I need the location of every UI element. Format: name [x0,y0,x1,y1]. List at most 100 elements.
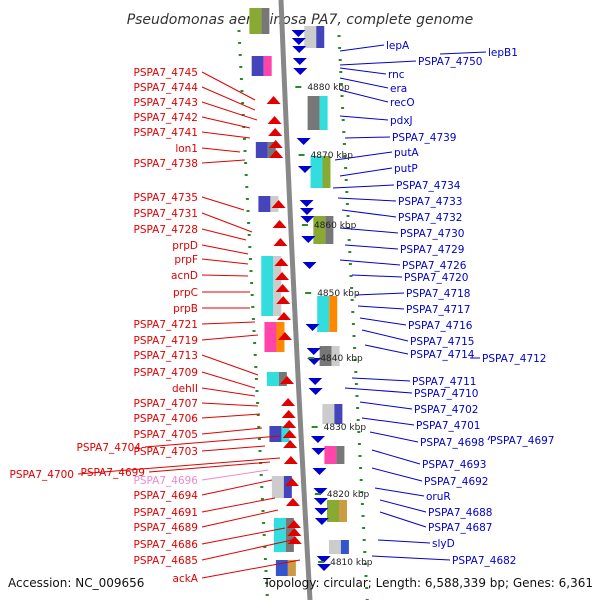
leader-line [201,479,273,496]
gene-label[interactable]: lepA [386,40,410,52]
gene-label[interactable]: PSPA7_4686 [134,539,199,551]
gene-label[interactable]: PSPA7_4719 [134,335,199,347]
gene-label[interactable]: PSPA7_4743 [134,97,199,109]
reverse-arrow [316,556,331,563]
gene-label[interactable]: PSPA7_4704 [77,442,142,454]
gene-label[interactable]: lepB1 [488,47,518,59]
gene-label[interactable]: PSPA7_4698 [420,437,485,449]
gene-label[interactable]: PSPA7_4734 [396,180,461,192]
gene-label[interactable]: PSPA7_4703 [134,446,199,458]
gene-label[interactable]: PSPA7_4685 [134,555,199,567]
forward-arrow [280,376,295,384]
gene-label[interactable]: PSPA7_4750 [418,56,483,68]
guide-dot [262,534,266,536]
gene-label[interactable]: lon1 [175,143,198,155]
guide-dot [339,71,343,73]
guide-dot [265,594,269,596]
leader-line [379,499,427,513]
gene-label[interactable]: PSPA7_4715 [410,336,475,348]
gene-label[interactable]: PSPA7_4712 [482,353,547,365]
gene-label[interactable]: PSPA7_4739 [392,132,457,144]
gene-label[interactable]: acnD [171,270,198,282]
gene-label[interactable]: PSPA7_4729 [400,244,465,256]
guide-dot [362,527,366,529]
gene-label[interactable]: PSPA7_4713 [134,350,199,362]
gene-label[interactable]: PSPA7_4710 [414,388,479,400]
leader-line [371,449,421,465]
guide-dot [358,455,362,457]
gene-label[interactable]: PSPA7_4682 [452,555,517,567]
gene-label[interactable]: PSPA7_4733 [398,196,463,208]
gene-label[interactable]: PSPA7_4701 [416,420,481,432]
gene-label[interactable]: PSPA7_4689 [134,522,199,534]
forward-arrow [274,258,289,266]
gene-label[interactable]: pdxJ [390,115,413,127]
leader-line [77,457,281,475]
gene-label[interactable]: PSPA7_4688 [428,507,493,519]
gene-label[interactable]: slyD [432,538,455,550]
leader-line [201,539,293,561]
gene-label[interactable]: prpB [173,303,198,315]
gene-label[interactable]: era [390,83,407,95]
gene-label[interactable]: PSPA7_4742 [134,112,199,124]
gene-label[interactable]: PSPA7_4718 [406,288,471,300]
gene-label[interactable]: PSPA7_4721 [134,319,199,331]
gene-label[interactable]: putA [394,147,419,159]
gene-label[interactable]: PSPA7_4706 [134,413,199,425]
gene-label[interactable]: PSPA7_4692 [424,476,489,488]
gene-label[interactable]: prpF [174,254,198,266]
gene-label[interactable]: PSPA7_4687 [428,522,493,534]
gene-label[interactable]: PSPA7_4699 [81,467,146,479]
gene-label[interactable]: PSPA7_4702 [414,404,479,416]
gene-label[interactable]: putP [394,163,418,175]
gene-label[interactable]: PSPA7_4735 [134,192,199,204]
gene-label[interactable]: PSPA7_4731 [134,208,199,220]
guide-dot [353,359,357,361]
gene-label[interactable]: PSPA7_4726 [402,260,467,272]
gene-label[interactable]: recO [390,97,415,109]
gene-label[interactable]: PSPA7_4744 [134,82,199,94]
gene-box [263,56,272,76]
forward-arrow [269,150,284,158]
gene-label[interactable]: PSPA7_4741 [134,127,199,139]
gene-label[interactable]: PSPA7_4716 [408,320,473,332]
guide-dot [245,198,249,200]
gene-label[interactable]: PSPA7_4730 [400,228,465,240]
gene-label[interactable]: PSPA7_4738 [134,158,199,170]
gene-label[interactable]: PSPA7_4717 [406,304,471,316]
gene-label[interactable]: PSPA7_4745 [134,67,199,79]
gene-label[interactable]: PSPA7_4709 [134,367,199,379]
gene-label[interactable]: PSPA7_4707 [134,398,199,410]
gene-label[interactable]: ackA [173,573,199,585]
gene-label[interactable]: PSPA7_4696 [134,475,199,487]
reverse-arrow [313,488,328,495]
gene-label[interactable]: PSPA7_4697 [490,435,555,447]
gene-label[interactable]: PSPA7_4732 [398,212,463,224]
forward-arrow [276,296,291,304]
reverse-arrow [311,448,326,455]
left-leader-lines [77,71,301,579]
gene-label[interactable]: PSPA7_4700 [10,469,75,481]
leader-line [339,60,417,66]
gene-label[interactable]: PSPA7_4705 [134,429,199,441]
forward-arrow [282,420,297,428]
gene-box [325,216,334,244]
guide-dot [258,450,262,452]
gene-label[interactable]: rnc [388,69,405,81]
gene-label[interactable]: PSPA7_4714 [410,349,475,361]
reverse-arrow [299,208,314,215]
gene-label[interactable]: prpD [172,240,198,252]
leader-line [201,402,259,407]
gene-label[interactable]: oruR [426,491,451,503]
gene-label[interactable]: PSPA7_4711 [412,376,477,388]
forward-arrow [272,220,287,228]
gene-label[interactable]: PSPA7_4728 [134,224,199,236]
reverse-arrow [299,200,314,207]
gene-label[interactable]: PSPA7_4693 [422,459,487,471]
gene-box [328,540,341,554]
gene-label[interactable]: PSPA7_4691 [134,507,199,519]
gene-label[interactable]: prpC [173,287,198,299]
gene-label[interactable]: dehII [172,383,198,395]
gene-label[interactable]: PSPA7_4720 [404,272,469,284]
gene-label[interactable]: PSPA7_4694 [134,490,199,502]
